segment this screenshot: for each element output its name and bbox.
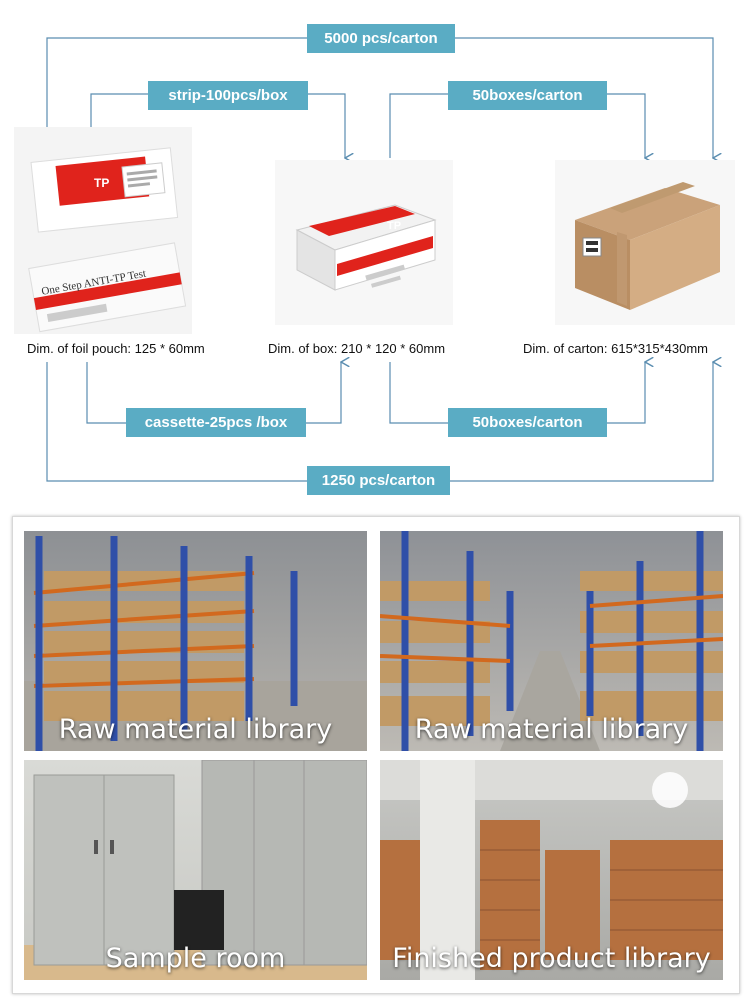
strip-box-label: strip-100pcs/box xyxy=(148,81,308,110)
connector-lines xyxy=(46,37,750,482)
boxes-carton-top-label: 50boxes/carton xyxy=(448,81,607,110)
boxes-carton-bottom-label: 50boxes/carton xyxy=(448,408,607,437)
raw-material-photo-1: Raw material library xyxy=(24,531,367,751)
raw-material-photo-2: Raw material library xyxy=(380,531,723,751)
foil-pouch-image: TP One Step ANTI-TP Test xyxy=(14,127,192,334)
photo-caption-4: Finished product library xyxy=(392,943,711,974)
carton-1250-label: 1250 pcs/carton xyxy=(307,466,450,495)
cassette-box-label: cassette-25pcs /box xyxy=(126,408,306,437)
finished-product-photo: Finished product library xyxy=(380,760,723,980)
photo-caption-3: Sample room xyxy=(105,943,286,974)
carton-5000-label: 5000 pcs/carton xyxy=(307,24,455,53)
photo-caption-1: Raw material library xyxy=(58,714,333,745)
box-image: TP xyxy=(275,160,453,325)
photo-caption-2: Raw material library xyxy=(414,714,689,745)
pouch-top-badge: TP xyxy=(94,176,109,190)
pouch-dimension: Dim. of foil pouch: 125 * 60mm xyxy=(27,341,205,356)
carton-dimension: Dim. of carton: 615*315*430mm xyxy=(523,341,708,356)
sample-room-photo: Sample room xyxy=(24,760,367,980)
carton-image xyxy=(555,160,735,325)
box-badge: TP xyxy=(387,220,402,232)
box-dimension: Dim. of box: 210 * 120 * 60mm xyxy=(268,341,446,356)
